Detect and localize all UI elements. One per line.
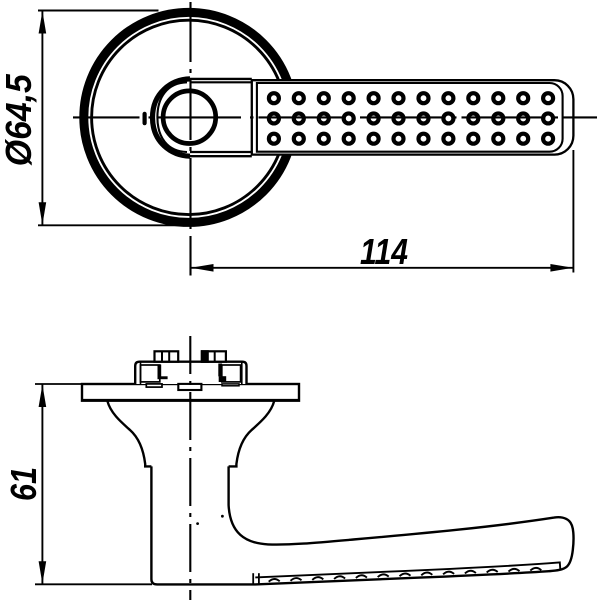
svg-text:Ø64,5: Ø64,5 [0, 73, 39, 166]
svg-text:61: 61 [3, 467, 44, 501]
svg-text:114: 114 [360, 231, 408, 272]
